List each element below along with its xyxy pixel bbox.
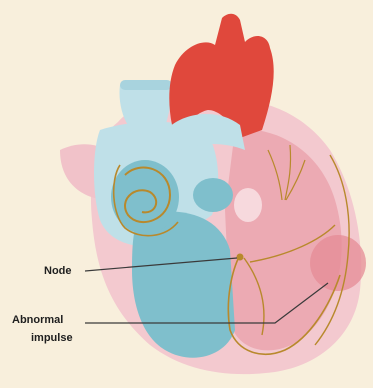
abnormal-impulse-label-line2: impulse <box>31 332 73 344</box>
av-node-icon <box>237 254 244 261</box>
valve-left <box>193 178 233 212</box>
abnormal-impulse-label-line1: Abnormal <box>12 314 63 326</box>
pulmonary-vessel-cap <box>120 80 172 90</box>
valve-right <box>234 188 262 222</box>
node-label: Node <box>44 265 72 277</box>
